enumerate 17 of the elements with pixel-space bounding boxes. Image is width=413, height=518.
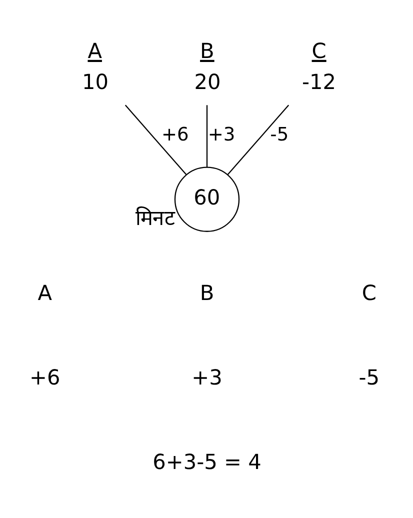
label: 6+3-5 = 4 <box>152 450 261 474</box>
label: -5 <box>358 366 379 390</box>
connector <box>206 105 208 168</box>
edge-label: +3 <box>207 124 235 146</box>
label: +6 <box>29 366 60 390</box>
node-label: मिनट <box>134 206 175 230</box>
edge-label: -5 <box>270 124 288 146</box>
node-text: B 20 <box>194 38 220 94</box>
label: C <box>361 281 376 306</box>
node-text: A 10 <box>81 38 108 94</box>
node-text: C -12 <box>301 38 336 94</box>
connector <box>124 104 186 175</box>
label: +3 <box>191 366 222 390</box>
connector <box>226 104 289 175</box>
label: B <box>199 281 214 306</box>
label: A <box>37 281 52 306</box>
edge-label: +6 <box>161 124 188 146</box>
